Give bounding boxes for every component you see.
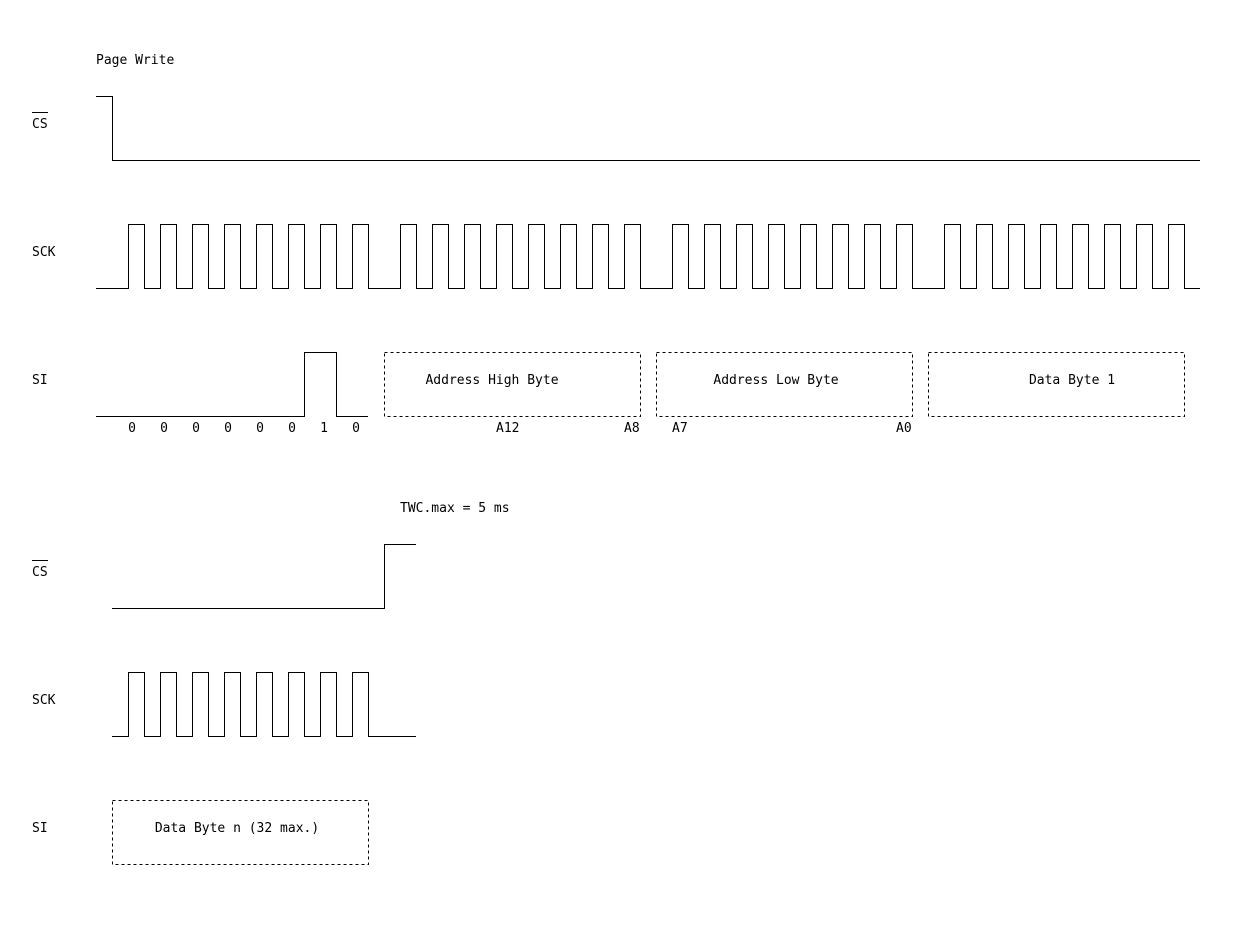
instruction-bit-8: 0	[352, 421, 360, 436]
sck-label-bottom: SCK	[32, 693, 56, 708]
address-bit-a8: A8	[624, 421, 640, 436]
instruction-bit-5: 0	[256, 421, 264, 436]
address-bit-a0: A0	[896, 421, 912, 436]
sck-label-top: SCK	[32, 245, 56, 260]
si-label-top: SI	[32, 373, 48, 388]
address-bit-a7: A7	[672, 421, 688, 436]
data-byte-1-label: Data Byte 1	[1029, 373, 1115, 388]
address-low-byte-label: Address Low Byte	[713, 373, 838, 388]
cs-label-bottom: CS	[32, 565, 48, 580]
data-byte-1-box	[928, 352, 1185, 417]
cs-label-top: CS	[32, 117, 48, 132]
instruction-bit-3: 0	[192, 421, 200, 436]
instruction-bit-2: 0	[160, 421, 168, 436]
address-bit-a12: A12	[496, 421, 519, 436]
instruction-bit-7: 1	[320, 421, 328, 436]
twc-max-note: TWC.max = 5 ms	[400, 501, 510, 516]
address-low-byte-box	[656, 352, 913, 417]
instruction-bit-4: 0	[224, 421, 232, 436]
si-label-bottom: SI	[32, 821, 48, 836]
si-instruction-waveform	[96, 352, 368, 417]
sck-waveform-bottom	[112, 672, 416, 737]
cs-waveform-top	[96, 96, 1200, 161]
instruction-bit-6: 0	[288, 421, 296, 436]
data-byte-n-box	[112, 800, 369, 865]
instruction-bits: 0 0 0 0 0 0 1 0	[128, 421, 360, 436]
address-high-byte-box	[384, 352, 641, 417]
address-high-byte-label: Address High Byte	[425, 373, 558, 388]
data-byte-n-label: Data Byte n (32 max.)	[155, 821, 319, 836]
diagram-title: Page Write	[96, 53, 174, 68]
sck-waveform-top	[96, 224, 1200, 289]
instruction-bit-1: 0	[128, 421, 136, 436]
cs-waveform-bottom	[112, 544, 416, 609]
